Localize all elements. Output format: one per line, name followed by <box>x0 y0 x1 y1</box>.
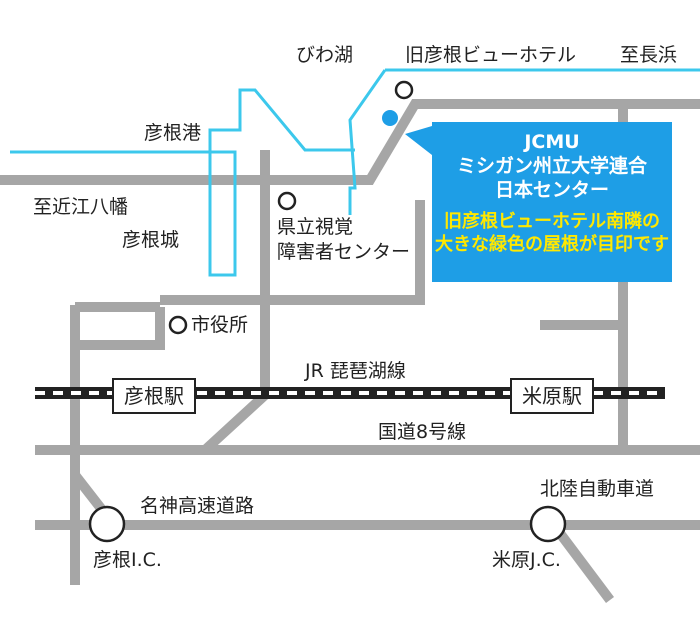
callout-title-line2: ミシガン州立大学連合 <box>456 155 647 177</box>
shoreline-harbor <box>10 88 355 277</box>
label-lake: びわ湖 <box>296 44 354 66</box>
hikone-ic-icon <box>88 505 126 543</box>
road-city-hall <box>80 307 165 350</box>
label-to-nagahama: 至長浜 <box>620 44 678 66</box>
shoreline <box>10 68 700 277</box>
label-former-hotel: 旧彦根ビューホテル <box>405 44 577 66</box>
label-hikone-port: 彦根港 <box>144 122 202 144</box>
callout-note-line1: 旧彦根ビューホテル南隣の <box>444 211 660 232</box>
city-hall-marker-icon <box>168 315 188 335</box>
road-right-branch <box>540 320 623 330</box>
label-meishin: 名神高速道路 <box>140 495 255 517</box>
label-route8: 国道8号線 <box>378 421 467 443</box>
road-mid-horizontal <box>160 200 425 305</box>
label-maibara-jc: 米原J.C. <box>492 549 561 571</box>
label-hikone-ic: 彦根I.C. <box>93 549 162 571</box>
former-hotel-marker-icon <box>394 80 414 100</box>
callout-note-line2: 大きな緑色の屋根が目印です <box>435 234 669 255</box>
label-jr-line: JR 琵琶湖線 <box>305 360 406 382</box>
label-city-hall: 市役所 <box>191 314 249 336</box>
callout-title-line3: 日本センター <box>494 179 609 201</box>
station-hikone: 彦根駅 <box>112 378 196 414</box>
label-prefectural-center-1: 県立視覚 <box>277 216 354 238</box>
shoreline-main <box>348 69 387 215</box>
maibara-jc-icon <box>529 505 567 543</box>
label-hokuriku: 北陸自動車道 <box>540 478 655 500</box>
jcmu-callout: JCMU ミシガン州立大学連合 日本センター 旧彦根ビューホテル南隣の 大きな緑… <box>432 122 672 282</box>
label-to-omihachiman: 至近江八幡 <box>33 196 129 218</box>
jcmu-location-icon <box>382 110 398 126</box>
prefectural-center-marker-icon <box>277 191 297 211</box>
label-hikone-castle: 彦根城 <box>122 229 180 251</box>
landmark-markers <box>88 80 567 543</box>
label-prefectural-center-2: 障害者センター <box>277 241 411 263</box>
callout-title-line1: JCMU <box>524 131 580 153</box>
callout-pointer <box>405 126 432 155</box>
station-maibara: 米原駅 <box>510 378 594 414</box>
road-central <box>0 99 700 185</box>
